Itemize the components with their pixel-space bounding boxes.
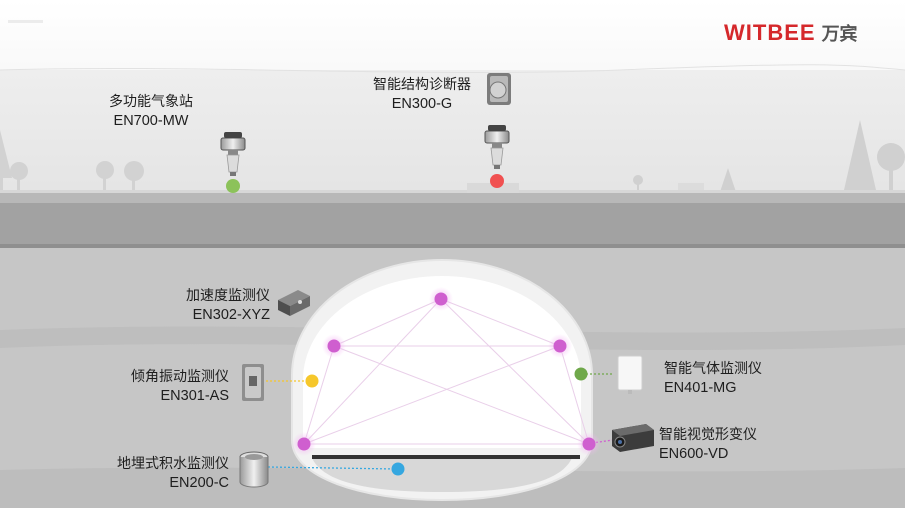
tunnel-track (312, 455, 580, 459)
ground-surface (0, 192, 905, 204)
gas-monitor-icon (617, 355, 643, 394)
distant-hills (0, 70, 905, 200)
water-sensor-icon (239, 451, 269, 488)
dot-lower-right (582, 437, 596, 451)
dot-tilt (305, 374, 319, 388)
brand-logo: WITBEE 万宾 (724, 19, 858, 47)
device-model: EN600-VD (659, 446, 729, 462)
device-model: EN301-AS (160, 388, 229, 404)
road-edge (0, 244, 905, 248)
vision-camera-icon (612, 424, 654, 452)
device-model: EN700-MW (113, 113, 189, 129)
dot-crown (434, 292, 448, 306)
leader-lines (266, 373, 614, 470)
dot-weather (226, 179, 240, 193)
device-name: 智能结构诊断器 (373, 77, 471, 93)
weather-station-icon (220, 132, 246, 176)
device-model: EN401-MG (664, 380, 737, 396)
dot-structure (490, 174, 504, 188)
device-model: EN200-C (169, 475, 229, 491)
pedestal (467, 183, 519, 193)
device-name: 地埋式积水监测仪 (117, 456, 229, 472)
dot-lower-left (297, 437, 311, 451)
tunnel-interior (303, 276, 581, 448)
device-name: 加速度监测仪 (186, 288, 270, 304)
label-tilt-sensor: 倾角振动监测仪 EN301-AS (106, 368, 229, 406)
structure-diagnostic-small-icon (484, 125, 510, 169)
dot-upper-right (553, 339, 567, 353)
tilt-sensor-icon (242, 364, 264, 401)
tunnel-invert (312, 458, 572, 492)
device-name: 多功能气象站 (109, 94, 193, 110)
road-layer (0, 203, 905, 245)
sensor-dots (226, 174, 601, 476)
structure-diagnostic-icon (487, 73, 511, 105)
brand-name-cn: 万宾 (821, 24, 858, 45)
device-name: 倾角振动监测仪 (131, 369, 229, 385)
device-model: EN302-XYZ (192, 307, 270, 323)
device-name: 智能气体监测仪 (664, 361, 762, 377)
brand-name: WITBEE (724, 20, 816, 45)
label-structure-diagnostic: 智能结构诊断器 EN300-G (362, 76, 482, 114)
label-accelerometer: 加速度监测仪 EN302-XYZ (160, 287, 270, 325)
label-water-sensor: 地埋式积水监测仪 EN200-C (95, 455, 229, 493)
label-gas-monitor: 智能气体监测仪 EN401-MG (664, 360, 784, 398)
dot-gas (574, 367, 588, 381)
accelerometer-icon (278, 290, 310, 316)
ground-top-line (0, 190, 905, 193)
dot-upper-left (327, 339, 341, 353)
label-vision-camera: 智能视觉形变仪 EN600-VD (659, 426, 779, 464)
trees-left (0, 20, 144, 195)
dot-water (391, 462, 405, 476)
label-weather-station: 多功能气象站 EN700-MW (95, 93, 207, 131)
device-model: EN300-G (391, 96, 453, 112)
device-name: 智能视觉形变仪 (659, 427, 757, 443)
hill-ridge (0, 64, 905, 74)
sensor-network-lines (303, 298, 590, 445)
